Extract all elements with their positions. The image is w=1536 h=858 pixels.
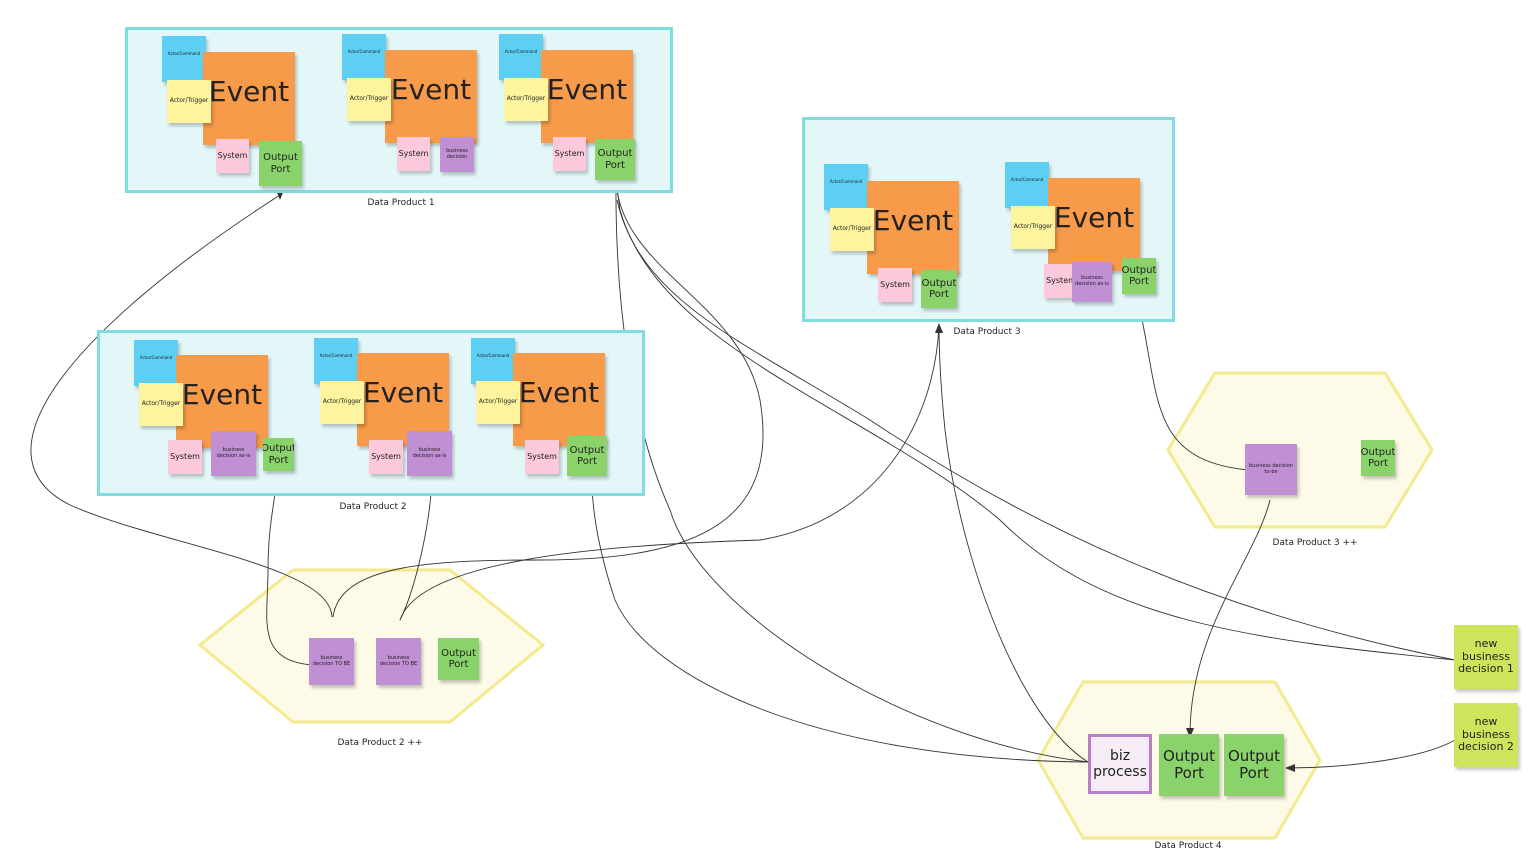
- actor-command-note[interactable]: Actor/Command: [471, 338, 515, 384]
- business-decision-note[interactable]: business decision: [440, 137, 474, 172]
- data-product-3-caption: Data Product 3: [953, 327, 1021, 337]
- connector-line[interactable]: [938, 324, 1089, 763]
- business-decision-to-be-note[interactable]: business decision TO BE: [376, 638, 421, 685]
- system-note[interactable]: System: [369, 440, 403, 474]
- output-port-note[interactable]: Output Port: [1122, 258, 1156, 294]
- event-note[interactable]: Event: [541, 50, 633, 143]
- connector-line[interactable]: [591, 479, 1089, 763]
- actor-trigger-note[interactable]: Actor/Trigger: [830, 208, 874, 251]
- output-port-note[interactable]: Output Port: [263, 438, 294, 471]
- connector-line[interactable]: [266, 469, 313, 666]
- event-note[interactable]: Event: [357, 353, 449, 446]
- actor-trigger-note[interactable]: Actor/Trigger: [347, 78, 391, 121]
- actor-trigger-note[interactable]: Actor/Trigger: [504, 78, 548, 121]
- arrow-head: [1285, 764, 1295, 772]
- actor-trigger-note[interactable]: Actor/Trigger: [139, 383, 183, 426]
- output-port-note[interactable]: Output Port: [1361, 440, 1395, 476]
- business-decision-to-be-note[interactable]: business decision to-be: [1245, 444, 1297, 495]
- data-product-2-caption: Data Product 2: [339, 502, 407, 512]
- output-port-note[interactable]: Output Port: [1224, 734, 1284, 796]
- actor-command-note[interactable]: Actor/Command: [1005, 162, 1049, 208]
- event-note[interactable]: Event: [513, 353, 605, 446]
- new-business-decision-1-note[interactable]: new business decision 1: [1454, 625, 1518, 689]
- event-note[interactable]: Event: [203, 52, 295, 145]
- event-note[interactable]: Event: [385, 50, 477, 143]
- actor-trigger-note[interactable]: Actor/Trigger: [320, 381, 364, 424]
- data-product-3-plus-caption: Data Product 3 ++: [1272, 538, 1358, 548]
- output-port-note[interactable]: Output Port: [567, 436, 607, 476]
- event-note[interactable]: Event: [867, 181, 959, 274]
- hexagon-data-product-2-plus[interactable]: [197, 568, 546, 724]
- system-note[interactable]: System: [525, 440, 559, 474]
- business-decision-to-be-note[interactable]: business decision TO BE: [309, 638, 354, 685]
- actor-trigger-note[interactable]: Actor/Trigger: [167, 80, 211, 123]
- output-port-note[interactable]: Output Port: [595, 139, 635, 180]
- data-product-1-caption: Data Product 1: [367, 198, 435, 208]
- system-note[interactable]: System: [216, 139, 249, 173]
- output-port-note[interactable]: Output Port: [921, 270, 957, 308]
- actor-command-note[interactable]: Actor/Command: [162, 36, 206, 82]
- actor-command-note[interactable]: Actor/Command: [499, 34, 543, 80]
- actor-command-note[interactable]: Actor/Command: [134, 340, 178, 386]
- connector-line[interactable]: [1286, 739, 1456, 769]
- actor-command-note[interactable]: Actor/Command: [342, 34, 386, 80]
- arrow-head: [935, 323, 943, 333]
- data-product-2-plus-caption: Data Product 2 ++: [337, 738, 423, 748]
- system-note[interactable]: System: [553, 137, 586, 171]
- business-decision-as-is-note[interactable]: business decision as-is: [211, 431, 256, 476]
- business-decision-as-is-note[interactable]: business decision as-is: [1072, 262, 1112, 302]
- event-note[interactable]: Event: [1048, 178, 1140, 271]
- actor-trigger-note[interactable]: Actor/Trigger: [476, 381, 520, 424]
- business-decision-as-is-note[interactable]: business decision as-is: [407, 431, 452, 476]
- data-product-4-caption: Data Product 4: [1154, 841, 1222, 851]
- output-port-note[interactable]: Output Port: [1159, 734, 1219, 796]
- actor-trigger-note[interactable]: Actor/Trigger: [1011, 206, 1055, 249]
- actor-command-note[interactable]: Actor/Command: [314, 338, 358, 384]
- connector-line[interactable]: [1189, 499, 1271, 736]
- system-note[interactable]: System: [397, 137, 430, 171]
- output-port-note[interactable]: Output Port: [438, 638, 479, 680]
- system-note[interactable]: System: [168, 440, 202, 474]
- output-port-note[interactable]: Output Port: [259, 141, 302, 186]
- actor-command-note[interactable]: Actor/Command: [824, 164, 868, 210]
- system-note[interactable]: System: [878, 268, 912, 302]
- new-business-decision-2-note[interactable]: new business decision 2: [1454, 703, 1518, 767]
- biz-process-note[interactable]: biz process: [1088, 734, 1152, 794]
